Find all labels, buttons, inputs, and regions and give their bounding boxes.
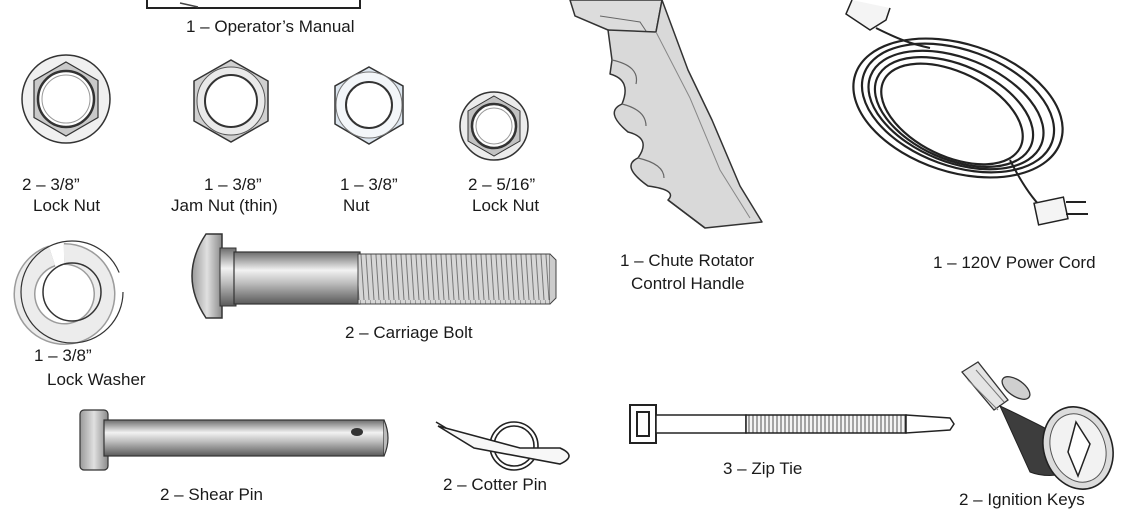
operator-manual-label: 1 – Operator’s Manual: [186, 17, 355, 36]
power-cord-label: 1 – 120V Power Cord: [933, 253, 1096, 272]
lock-washer-name: Lock Washer: [47, 370, 146, 389]
nut-38-quantity: 1 – 3/8”: [340, 175, 398, 194]
power-cord-icon: [845, 0, 1088, 226]
jam-nut-name: Jam Nut (thin): [171, 196, 278, 215]
chute-handle-label-line1: 1 – Chute Rotator: [620, 251, 755, 270]
operator-manual-icon: [146, 0, 361, 9]
cotter-pin-icon: [435, 421, 570, 471]
jam-nut-quantity: 1 – 3/8”: [204, 175, 262, 194]
carriage-bolt-label: 2 – Carriage Bolt: [345, 323, 473, 342]
lock-nut-516-name: Lock Nut: [472, 196, 540, 215]
split-lock-washer-icon: [13, 240, 124, 345]
shear-pin-icon: [79, 409, 389, 471]
carriage-bolt-icon: [191, 233, 557, 319]
lock-nut-516-quantity: 2 – 5/16”: [468, 175, 536, 194]
hex-nut-icon: [334, 66, 404, 145]
cotter-pin-label: 2 – Cotter Pin: [443, 475, 547, 494]
lock-nut-38-quantity: 2 – 3/8”: [22, 175, 80, 194]
shear-pin-label: 2 – Shear Pin: [160, 485, 264, 504]
chute-rotator-handle-icon: [569, 0, 763, 229]
nut-38-name: Nut: [343, 196, 370, 215]
zip-tie-label: 3 – Zip Tie: [723, 459, 803, 478]
hex-jam-nut-icon: [193, 59, 269, 143]
zip-tie-icon: [629, 404, 955, 444]
small-lock-nut-icon: [459, 91, 529, 161]
ignition-key-icon: [961, 361, 1114, 490]
lock-nut-38-name: Lock Nut: [33, 196, 101, 215]
lock-washer-quantity: 1 – 3/8”: [34, 346, 92, 365]
hex-lock-nut-icon: [21, 54, 111, 144]
ignition-keys-label: 2 – Ignition Keys: [959, 490, 1085, 509]
chute-handle-label-line2: Control Handle: [631, 274, 745, 293]
